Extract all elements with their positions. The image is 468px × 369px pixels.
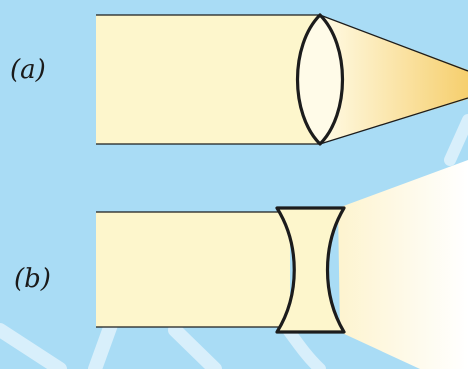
figure-a (96, 15, 468, 144)
figure-b (96, 160, 468, 369)
figure-label-b: (b) (14, 266, 51, 292)
figure-label-a: (a) (10, 57, 46, 83)
watermark-stroke (450, 120, 468, 160)
watermark-stroke (175, 330, 215, 369)
diverging-beam-b (338, 160, 468, 369)
watermark-stroke (0, 330, 60, 369)
incident-beam-b (96, 212, 290, 327)
incident-beam-a (96, 15, 320, 144)
